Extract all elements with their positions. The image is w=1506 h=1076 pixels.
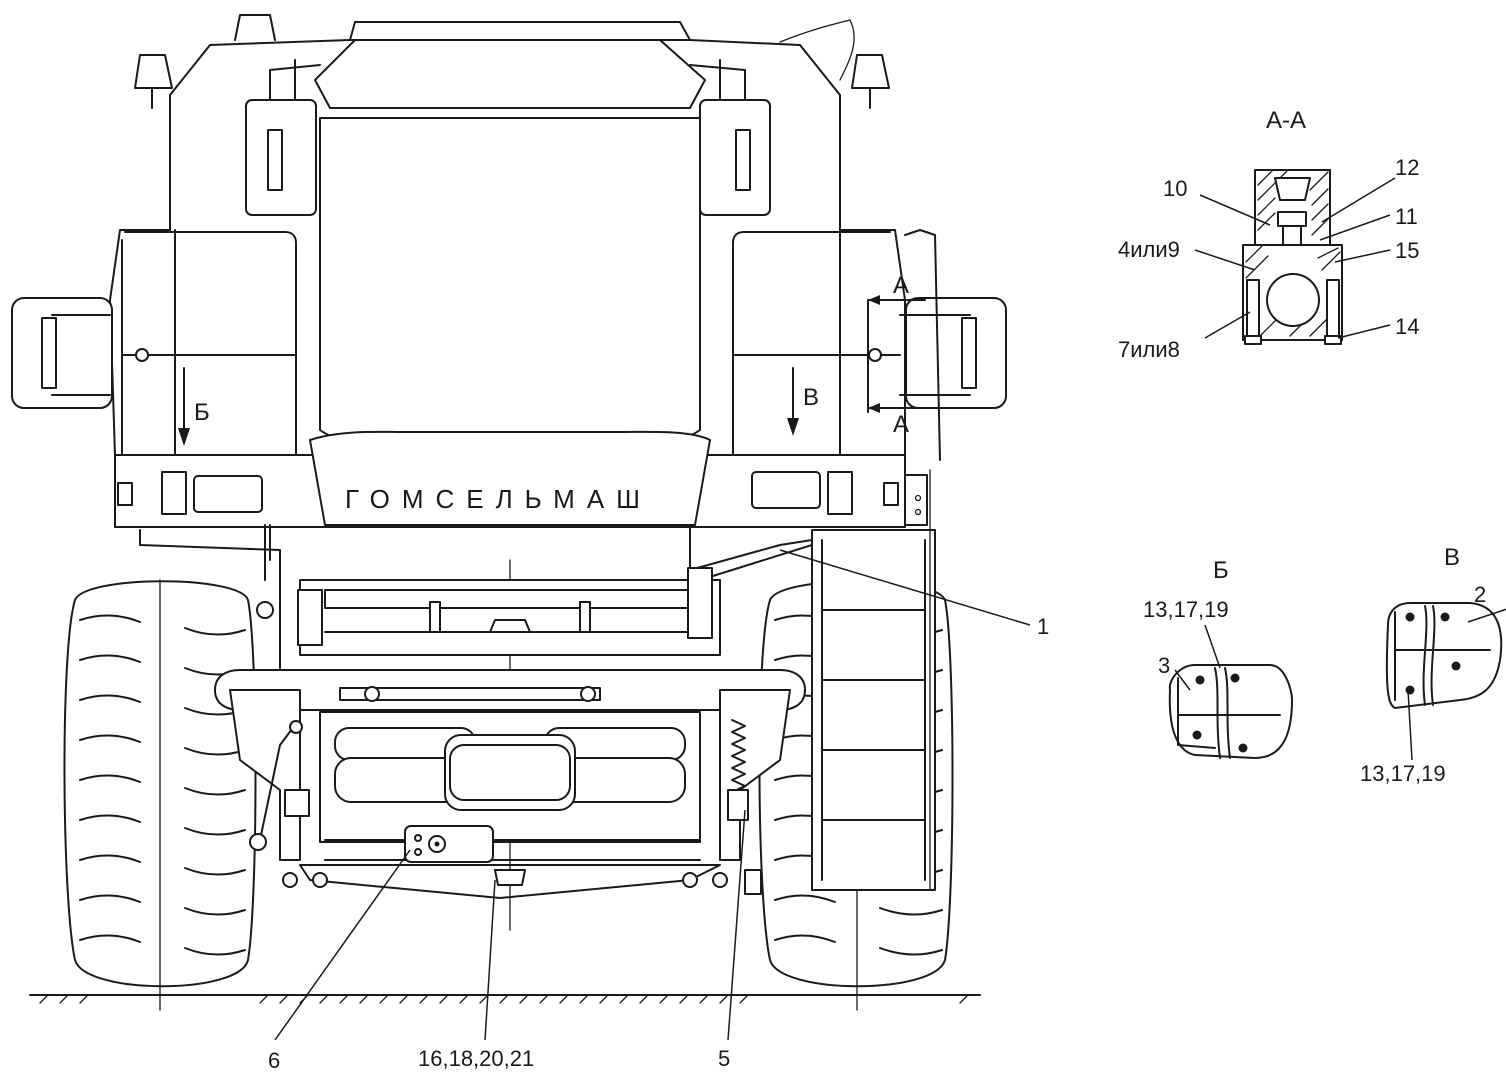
- detail-v-parts-label: 13,17,19: [1360, 761, 1446, 786]
- section-a-a-marker: А А: [867, 272, 926, 438]
- ladder: [811, 469, 936, 891]
- detail-b-parts-label: 13,17,19: [1143, 597, 1229, 622]
- view-v-arrow-label: В: [803, 384, 819, 411]
- brand-badge: [309, 430, 711, 526]
- rear-chopper-assembly: [256, 567, 721, 656]
- section-a-a-detail: А-А 10: [1118, 107, 1419, 362]
- right-mirror: [905, 297, 1007, 409]
- detail-v-title: В: [1444, 544, 1460, 571]
- section-label-7or8: 7или8: [1118, 337, 1180, 362]
- section-label-10: 10: [1163, 176, 1187, 201]
- rear-window-panel: [319, 117, 701, 442]
- detail-b-title: Б: [1213, 557, 1229, 584]
- section-arrow-bottom-label: А: [893, 411, 909, 438]
- cab-upper-body: [134, 14, 890, 231]
- section-title: А-А: [1266, 107, 1306, 134]
- section-label-12: 12: [1395, 155, 1419, 180]
- detail-v: В 2 13,17,19: [1360, 544, 1506, 786]
- combine-rear-view: А А Б В ГОМСЕЛЬМАШ: [11, 14, 1049, 1073]
- view-arrow-b: Б: [178, 367, 210, 446]
- hydraulic-motor: [404, 825, 494, 863]
- section-label-11: 11: [1395, 204, 1418, 229]
- detail-b: Б 13,17,19 3: [1143, 557, 1293, 759]
- callout-1: 1: [1037, 614, 1049, 639]
- main-leader-lines: [274, 549, 1031, 1041]
- spreader-discs: [319, 711, 701, 861]
- view-arrow-v: В: [787, 367, 819, 436]
- left-tire: [63, 579, 257, 1011]
- view-b-arrow-label: Б: [194, 399, 210, 426]
- detail-v-item-label: 2: [1474, 582, 1486, 607]
- detail-b-item-label: 3: [1158, 653, 1170, 678]
- section-label-15: 15: [1395, 238, 1419, 263]
- callout-5: 5: [718, 1046, 730, 1071]
- left-mirror: [11, 297, 113, 409]
- section-arrow-top-label: А: [893, 272, 909, 299]
- brand-text: ГОМСЕЛЬМАШ: [345, 484, 652, 514]
- callout-16-18-20-21: 16,18,20,21: [418, 1046, 534, 1071]
- callout-6: 6: [268, 1048, 280, 1073]
- tension-spring: [727, 719, 749, 821]
- section-label-14: 14: [1395, 314, 1419, 339]
- ground-line: [29, 994, 981, 1004]
- section-label-4or9: 4или9: [1118, 237, 1180, 262]
